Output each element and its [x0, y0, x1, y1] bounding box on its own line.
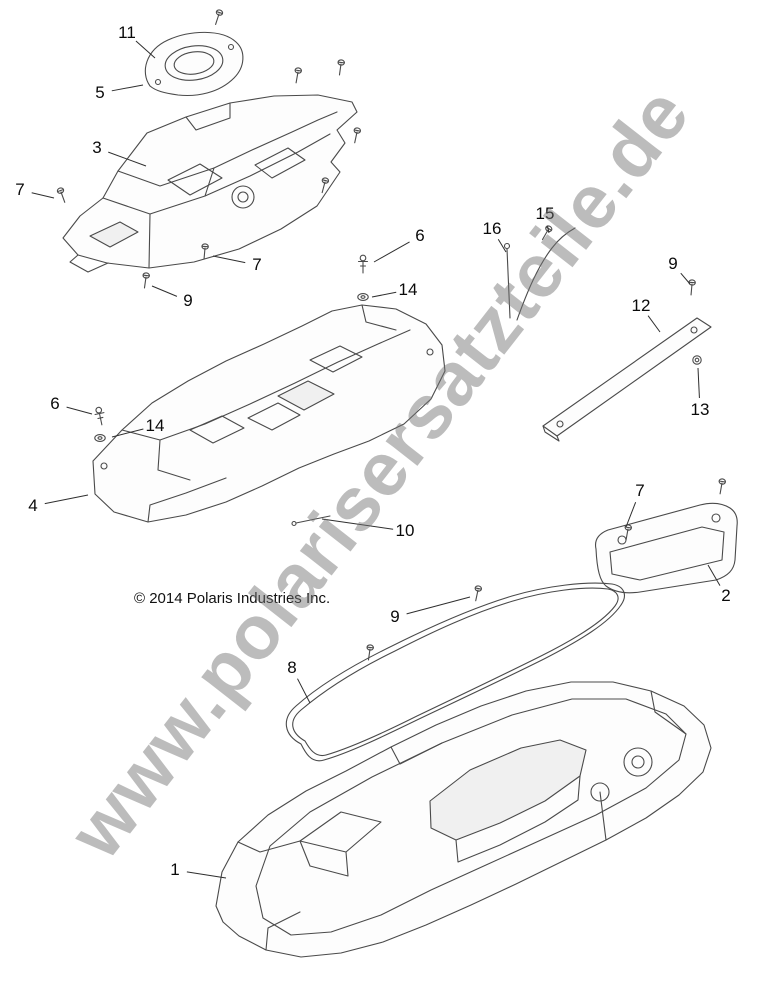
nut-icon — [692, 355, 702, 365]
screw-icon — [687, 279, 697, 296]
part-1-console-body — [215, 681, 712, 958]
screw-icon — [472, 584, 483, 602]
part-2-access-door — [594, 502, 738, 594]
screw-icon — [56, 186, 69, 204]
cable-icon — [516, 227, 576, 321]
washer-icon — [94, 434, 106, 442]
push-clip-icon — [357, 254, 369, 274]
part-12-support-brace — [542, 317, 712, 442]
pin-icon — [291, 515, 331, 527]
screw-icon — [539, 224, 554, 242]
washer-icon — [357, 293, 369, 301]
screw-icon — [716, 477, 727, 495]
push-clip-icon — [93, 405, 107, 427]
screw-icon — [140, 271, 151, 289]
part-3-dash-housing — [62, 94, 358, 273]
screw-icon — [292, 66, 303, 84]
screw-icon — [351, 126, 362, 144]
screw-icon — [212, 8, 224, 27]
rod-icon — [503, 242, 511, 319]
part-4-close-off-panel — [92, 304, 446, 523]
screw-icon — [335, 58, 346, 76]
part-8-seal — [285, 582, 625, 762]
fastener-hardware — [56, 8, 727, 661]
part-5-speaker-cover — [144, 31, 244, 97]
copyright-text: © 2014 Polaris Industries Inc. — [134, 590, 331, 607]
